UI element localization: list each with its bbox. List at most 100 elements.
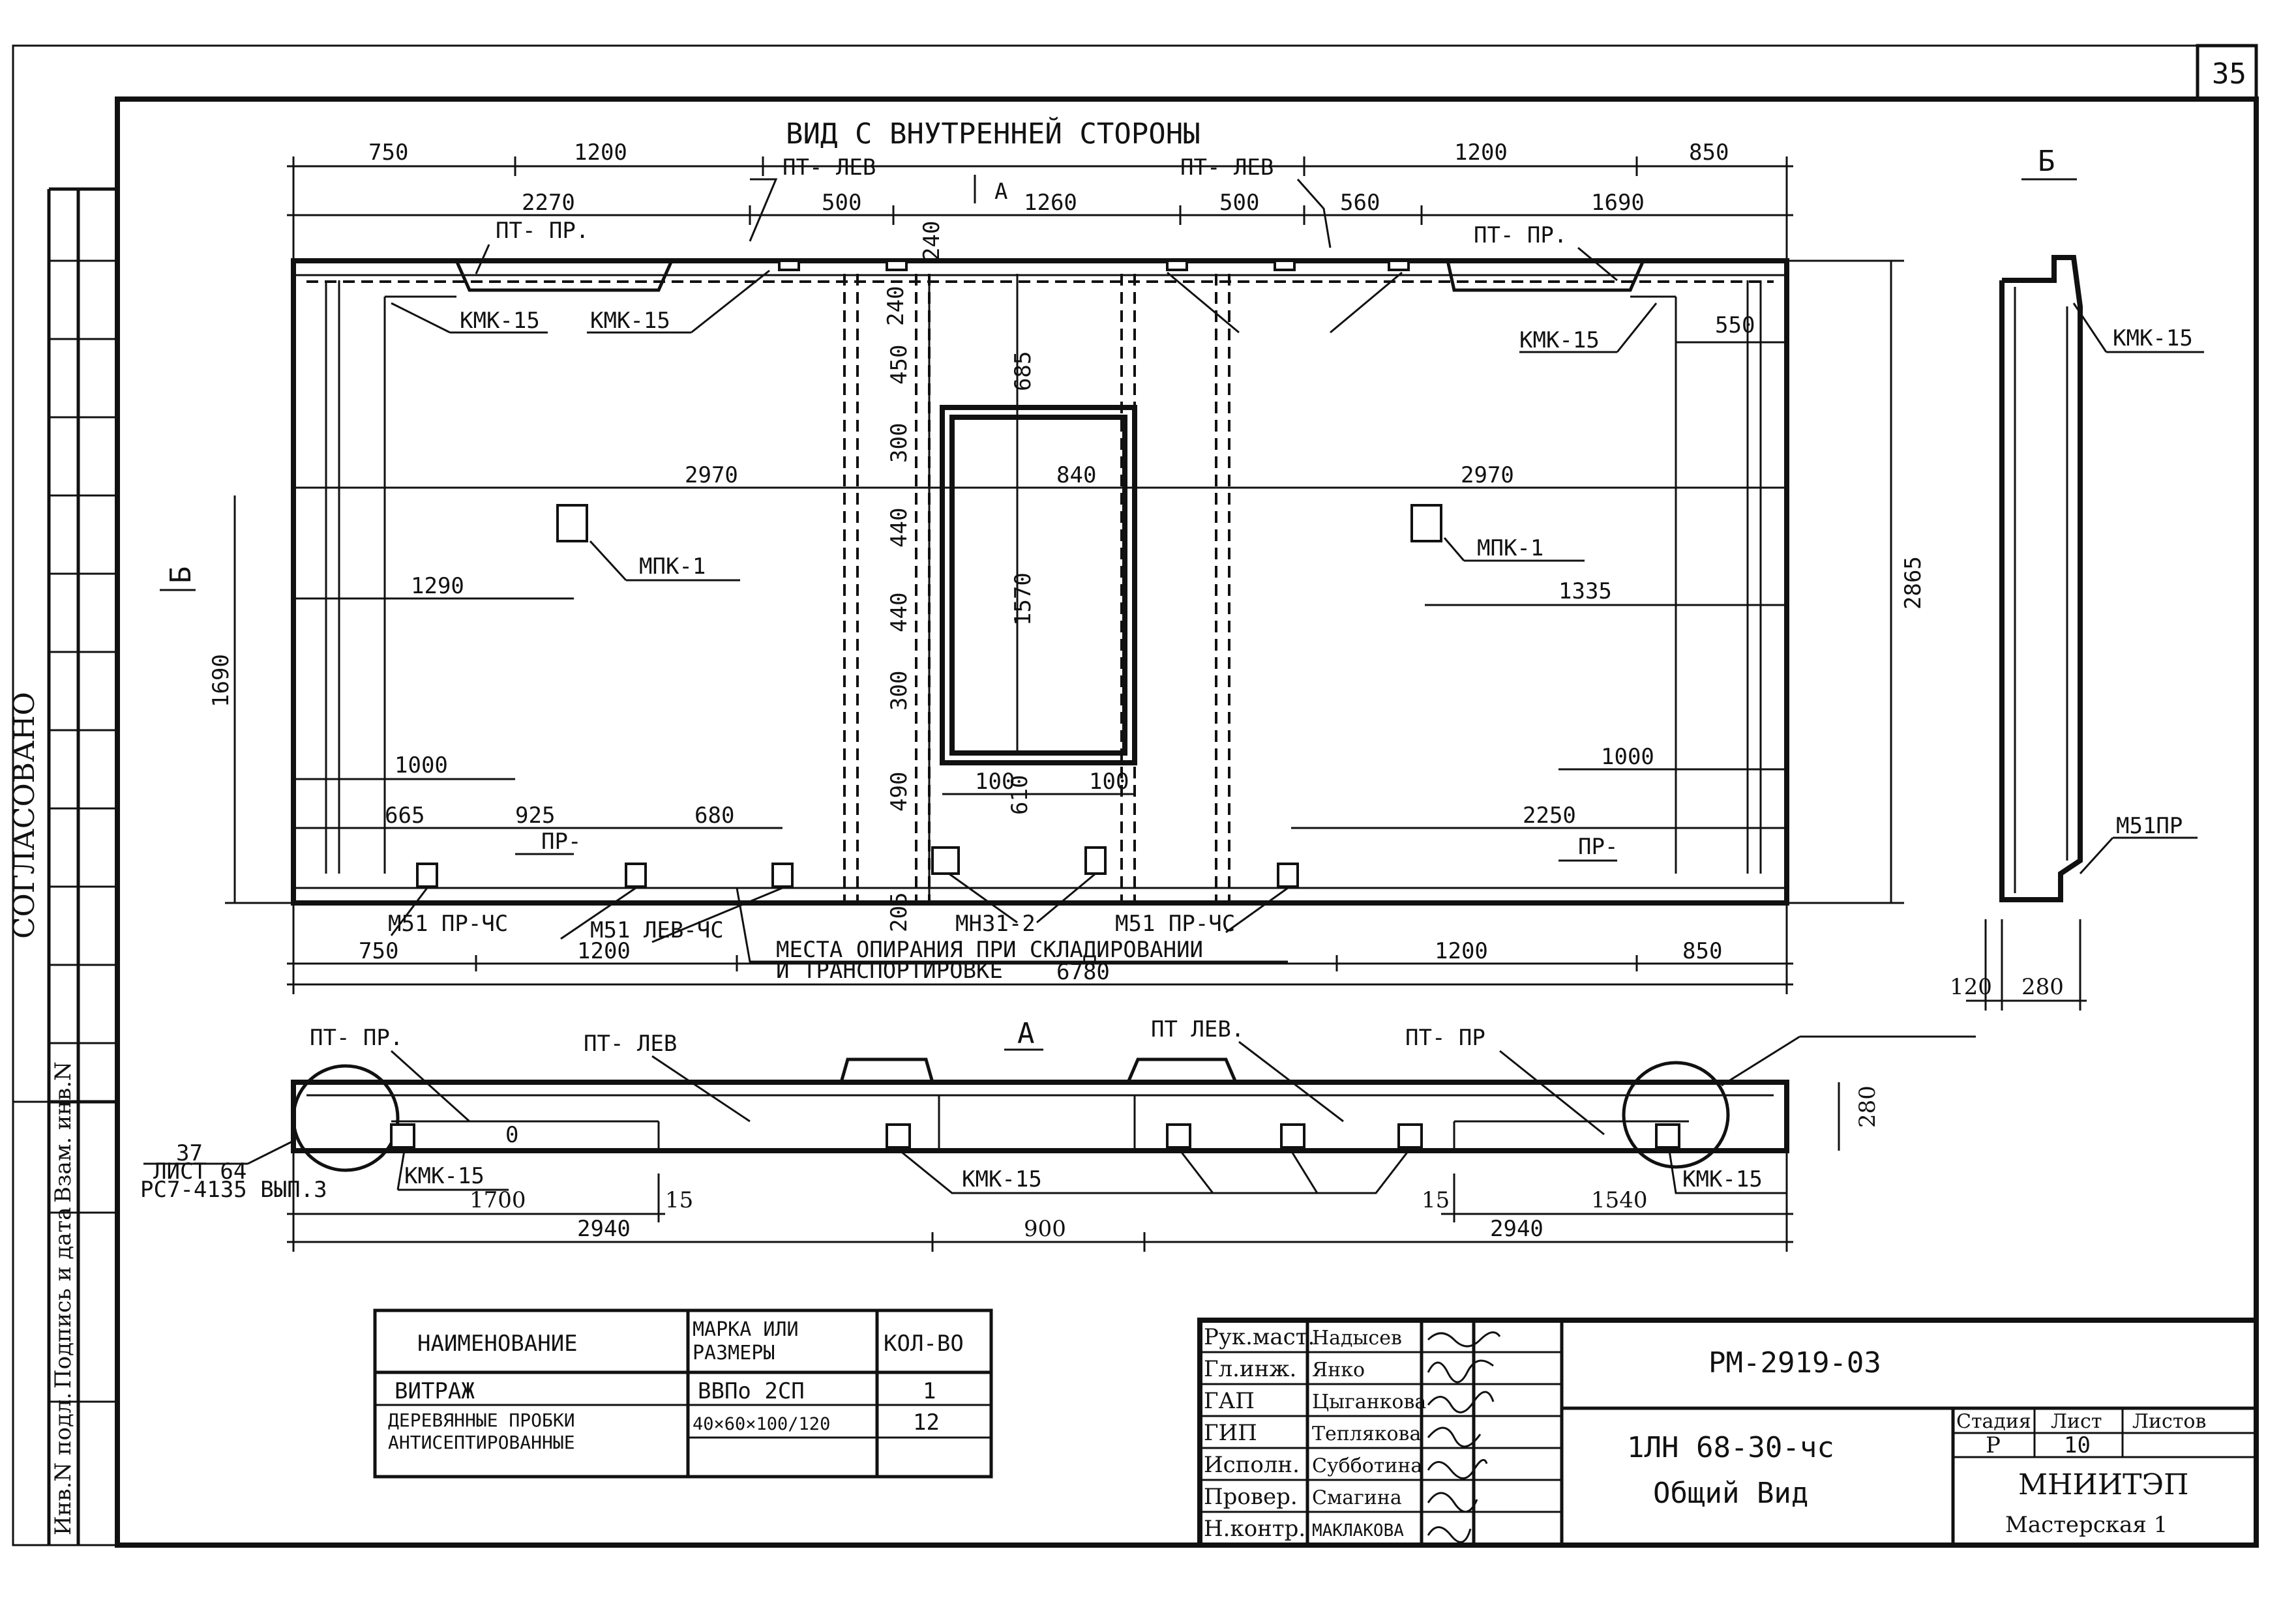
view-title-a: А xyxy=(1017,1017,1035,1050)
ref-sheet: ЛИСТ 64 xyxy=(153,1159,246,1185)
tb-title: Общий Вид xyxy=(1653,1477,1808,1510)
sec-dim-15-b: 15 xyxy=(1422,1187,1450,1213)
pt-pr-label-1: ПТ- ПР. xyxy=(496,218,589,244)
dim-500-left: 500 xyxy=(822,190,861,216)
tb-role-4: Исполн. xyxy=(1204,1452,1300,1478)
m51-pr-chs-label-1: М51 ПР-ЧС xyxy=(388,911,508,937)
tb-name-1: Янко xyxy=(1312,1359,1365,1381)
dim-120-side: 120 xyxy=(1950,974,1992,1000)
tb-sheet: 10 xyxy=(2064,1432,2091,1458)
kmk-label-2: КМК-15 xyxy=(590,308,670,334)
sec-dim-1700: 1700 xyxy=(470,1187,526,1213)
pr-label-1: ПР- xyxy=(541,829,581,855)
sec-dim-2940-left: 2940 xyxy=(577,1216,631,1242)
kmk-leaders xyxy=(391,269,1658,353)
tb-org: МНИИТЭП xyxy=(2018,1468,2189,1501)
dim-450: 450 xyxy=(886,345,912,385)
signatures xyxy=(1427,1331,1501,1543)
dim-1570: 1570 xyxy=(1010,572,1036,626)
dim-1690-vertical: 1690 xyxy=(208,654,234,707)
dim-685: 685 xyxy=(1010,351,1036,391)
dim-850-bottom: 850 xyxy=(1682,938,1722,964)
pt-lev-label-1: ПТ- ЛЕВ xyxy=(783,155,876,181)
dim-2250: 2250 xyxy=(1523,803,1576,829)
sec-pt-pr-label: ПТ- ПР. xyxy=(310,1025,403,1051)
m51-label-side: М51ПР xyxy=(2116,813,2183,839)
bottom-leaders xyxy=(390,872,1289,963)
spec-row2-qty: 12 xyxy=(913,1410,940,1436)
top-cleats xyxy=(778,259,1410,271)
margin-grid xyxy=(49,259,117,1044)
dim-100-b: 100 xyxy=(1089,769,1129,795)
dim-560: 560 xyxy=(1340,190,1380,216)
tb-name-5: Смагина xyxy=(1312,1486,1402,1509)
dim-750-top: 750 xyxy=(368,140,408,166)
dim-300-b: 300 xyxy=(886,671,912,711)
spec-row2-mark: 40×60×100/120 xyxy=(693,1414,830,1434)
tb-stage: Р xyxy=(1986,1432,2001,1458)
dim-1690-top: 1690 xyxy=(1591,190,1645,216)
sheet-number-box xyxy=(2196,44,2258,101)
sign-date-label: Подпись и дата xyxy=(50,1207,76,1389)
dim-2270: 2270 xyxy=(522,190,575,216)
ref-37: 37 xyxy=(176,1140,203,1166)
kmk-label-sec-a: КМК-15 xyxy=(404,1163,485,1189)
dim-665: 665 xyxy=(385,803,425,829)
tb-name-0: Надысев xyxy=(1312,1327,1402,1350)
dim-1200-top-right: 1200 xyxy=(1454,140,1508,166)
tb-name-4: Субботина xyxy=(1312,1454,1422,1477)
dim-100-a: 100 xyxy=(975,769,1015,795)
section-a-marker: А xyxy=(994,179,1007,205)
sec-dim-0: 0 xyxy=(505,1122,518,1148)
dim-1200-bottom-left: 1200 xyxy=(577,938,631,964)
tb-role-2: ГАП xyxy=(1204,1388,1255,1414)
view-title-inner-side: ВИД С ВНУТРЕННЕЙ СТОРОНЫ xyxy=(786,116,1200,151)
spec-header-qty: КОЛ-ВО xyxy=(884,1331,964,1357)
tb-name-2: Цыганкова xyxy=(1312,1391,1426,1413)
view-title-b: Б xyxy=(2038,145,2055,178)
sec-dim-1540: 1540 xyxy=(1591,1187,1648,1213)
dim-440-a: 440 xyxy=(886,508,912,548)
spec-row2-name: ДЕРЕВЯННЫЕ ПРОБКИ АНТИСЕПТИРОВАННЫЕ xyxy=(388,1410,575,1453)
dim-1000-right: 1000 xyxy=(1601,744,1654,770)
dim-1000-left: 1000 xyxy=(395,752,448,778)
kmk-label-1: КМК-15 xyxy=(460,308,540,334)
spec-row1-name: ВИТРАЖ xyxy=(395,1378,475,1404)
leader-line xyxy=(589,540,627,582)
tb-sheet-hdr: Лист xyxy=(2051,1410,2102,1433)
dim-680: 680 xyxy=(694,803,734,829)
m51-pr-chs-label-2: М51 ПР-ЧС xyxy=(1115,911,1235,937)
bottom-inserts xyxy=(416,846,1299,888)
tb-stage-hdr: Стадия xyxy=(1956,1410,2031,1433)
sec-pt-lev-label: ПТ- ЛЕВ xyxy=(584,1031,677,1057)
dim-1290: 1290 xyxy=(411,573,464,599)
dim-1200-bottom-right: 1200 xyxy=(1435,938,1488,964)
dim-1200-top-left: 1200 xyxy=(574,140,627,166)
inv-podl-label: Инв.N подл. xyxy=(50,1393,76,1535)
leader-line xyxy=(1721,1035,1800,1087)
dim-300-a: 300 xyxy=(886,423,912,463)
panel-outline xyxy=(291,258,1789,906)
dim-240-a: 240 xyxy=(919,221,945,261)
mpk-insert-left xyxy=(556,504,588,542)
dim-850-top: 850 xyxy=(1689,140,1729,166)
kmk-label-sec-b: КМК-15 xyxy=(962,1166,1042,1192)
support-note-line1: МЕСТА ОПИРАНИЯ ПРИ СКЛАДИРОВАНИИ xyxy=(776,937,1203,963)
spec-header-name: НАИМЕНОВАНИЕ xyxy=(417,1331,578,1357)
sec-pt-lev2-label: ПТ ЛЕВ. xyxy=(1151,1016,1244,1042)
dim-550: 550 xyxy=(1715,312,1755,338)
dim-240-b: 240 xyxy=(883,286,909,326)
sheet-number: 35 xyxy=(2212,57,2246,91)
top-dimension-lines xyxy=(287,156,1793,261)
tb-role-6: Н.контр. xyxy=(1204,1516,1305,1542)
tb-doc-code: РМ-2919-03 xyxy=(1708,1346,1881,1380)
window-opening xyxy=(940,405,1137,765)
section-dim-lines xyxy=(287,1151,1793,1252)
tb-role-5: Провер. xyxy=(1204,1484,1298,1510)
dim-925: 925 xyxy=(515,803,555,829)
tb-dept: Мастерская 1 xyxy=(2005,1512,2168,1538)
section-b-marker: Б xyxy=(164,567,198,584)
tb-name-6: МАКЛАКОВА xyxy=(1312,1521,1404,1541)
ref-series: РС7-4135 ВЫП.3 xyxy=(140,1177,327,1203)
